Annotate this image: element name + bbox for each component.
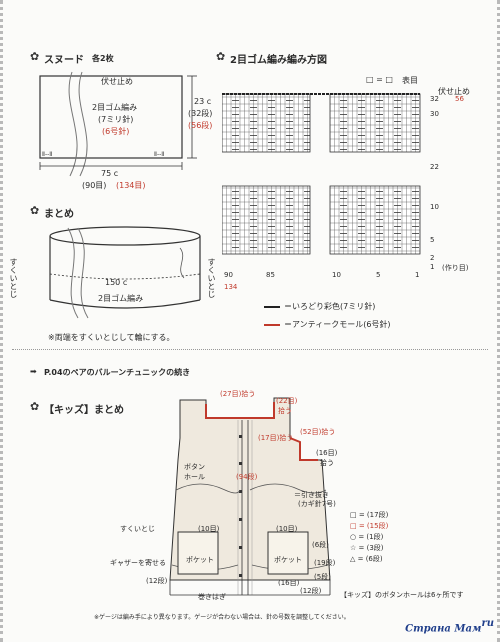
button-hole-label-2: ホール: [184, 473, 205, 481]
snood-height-rows-red: (56段): [188, 121, 213, 130]
snood-width-sts-red: (134目): [116, 181, 146, 190]
snood-rib-label: 2目ゴム編み: [92, 103, 138, 112]
site-watermark: Страна Мамru: [405, 618, 494, 636]
chart-cast-on: (作り目): [442, 264, 469, 272]
assembly-note: ※両端をすくいとじして輪にする。: [48, 333, 175, 342]
pick-17-label: (17目)拾う: [258, 434, 294, 442]
rows-12-right: (12段): [300, 587, 322, 595]
black-yarn-line: [264, 306, 280, 308]
chart-col-label: 5: [376, 271, 381, 279]
button-hole-label: ボタン: [184, 463, 205, 471]
loop-circumference: 150 c: [105, 278, 128, 287]
pull-through-label-2: (カギ針7号): [298, 500, 336, 508]
gauge-footnote: ※ゲージは編み手により異なります。ゲージが合わない場合は、針の号数を調整してくだ…: [94, 614, 350, 621]
snood-bind-off-label: 伏せ止め: [101, 77, 133, 86]
chart-col-label: 1: [415, 271, 420, 279]
rows-6-label: (6段): [312, 541, 329, 549]
pick-22b-label: 拾う: [278, 407, 292, 415]
chart-row-label: 1: [430, 263, 435, 271]
chart-bind-off: 伏せ止め: [438, 87, 470, 96]
snood-count: 各2枚: [92, 54, 114, 63]
black-yarn-label: ＝いろどり彩色(7ミリ針): [284, 302, 376, 311]
snood-title: スヌード: [44, 55, 84, 66]
chart-col-label: 85: [266, 271, 275, 279]
svg-text:Ⅱ‑‑Ⅱ: Ⅱ‑‑Ⅱ: [154, 151, 164, 158]
graft-left-label: すくいとじ: [9, 258, 18, 298]
flower-bullet-icon: ✿: [30, 400, 40, 413]
rib-stitch-chart: [222, 93, 421, 255]
chart-row-label: 22: [430, 163, 439, 171]
legend-6-rows: △ = (6段): [350, 555, 383, 563]
graft-right-label: すくいとじ: [207, 258, 216, 298]
wrap-sew-label: 巻きはぎ: [198, 593, 226, 601]
snood-height-cm: 23 c: [194, 97, 212, 106]
snood-rectangle-diagram: Ⅱ‑‑Ⅱ Ⅱ‑‑Ⅱ: [39, 71, 197, 177]
pick-52-label: (52目)拾う: [300, 428, 336, 436]
rows-94-label: (94段): [236, 473, 258, 481]
loop-rib-label: 2目ゴム編み: [98, 294, 144, 303]
section-divider: [12, 349, 488, 350]
button-note: 【キッズ】のボタンホールは6ヶ所です: [340, 591, 464, 599]
stitch-10-left: (10目): [198, 525, 220, 533]
watermark-text: Страна Мам: [405, 624, 482, 635]
rows-19-label: (19段): [314, 559, 336, 567]
snood-width-sts: (90目): [82, 181, 107, 190]
pick-22-label: (22目): [276, 397, 298, 405]
svg-text:Ⅱ‑‑Ⅱ: Ⅱ‑‑Ⅱ: [42, 151, 52, 158]
flower-bullet-icon: ✿: [216, 50, 226, 63]
chart-legend-front: 表目: [402, 76, 418, 85]
graft-label: すくいとじ: [120, 525, 155, 533]
arrow-bullet-icon: ➡: [30, 367, 37, 376]
gather-label: ギャザーを寄せる: [110, 559, 166, 567]
chart-row-label: 5: [430, 236, 435, 244]
legend-1-row: ○ = (1段): [350, 533, 384, 541]
stitch-10-right: (10目): [276, 525, 298, 533]
chart-col-134: 134: [224, 283, 238, 291]
snood-loop-diagram: [49, 226, 201, 319]
legend-15-rows: □ = (15段): [350, 522, 389, 530]
chart-title: 2目ゴム編み編み方図: [230, 55, 327, 66]
pick-27-label: (27目)拾う: [220, 390, 256, 398]
kids-title: 【キッズ】まとめ: [44, 405, 124, 416]
chart-row-label: 10: [430, 203, 439, 211]
snood-needle-7: (7ミリ針): [98, 115, 134, 124]
pocket-right-label: ポケット: [274, 556, 302, 564]
chart-col-label: 10: [332, 271, 341, 279]
pocket-left-label: ポケット: [186, 556, 214, 564]
legend-3-rows: ☆ = (3段): [350, 544, 384, 552]
chart-legend-symbols: □ = □: [366, 75, 393, 84]
pick-16-label: (16目): [316, 449, 338, 457]
kids-tunic-diagram: [169, 397, 331, 596]
chart-col-label: 90: [224, 271, 233, 279]
flower-bullet-icon: ✿: [30, 204, 40, 217]
chart-row-56: 56: [455, 95, 464, 103]
watermark-sub: ru: [481, 618, 494, 630]
red-yarn-line: [264, 324, 280, 326]
rows-12-left: (12段): [146, 577, 168, 585]
snood-height-rows: (32段): [188, 109, 213, 118]
flower-bullet-icon: ✿: [30, 50, 40, 63]
rows-5-label: (5段): [314, 573, 331, 581]
assembly-title: まとめ: [44, 209, 74, 220]
stitch-16-bottom: (16目): [278, 579, 300, 587]
snood-needle-6: (6号針): [102, 127, 130, 136]
pull-through-label: ＝引き抜き: [294, 491, 329, 499]
pick-16b-label: 拾う: [320, 459, 334, 467]
continuation-label: P.04のペアのバルーンチュニックの続き: [44, 368, 191, 377]
red-yarn-label: ＝アンティークモール(6号針): [284, 320, 391, 329]
snood-width-cm: 75 c: [101, 169, 119, 178]
chart-row-label: 30: [430, 110, 439, 118]
chart-row-32: 32: [430, 95, 439, 103]
legend-17-rows: □ = (17段): [350, 511, 389, 519]
chart-row-label: 2: [430, 254, 435, 262]
